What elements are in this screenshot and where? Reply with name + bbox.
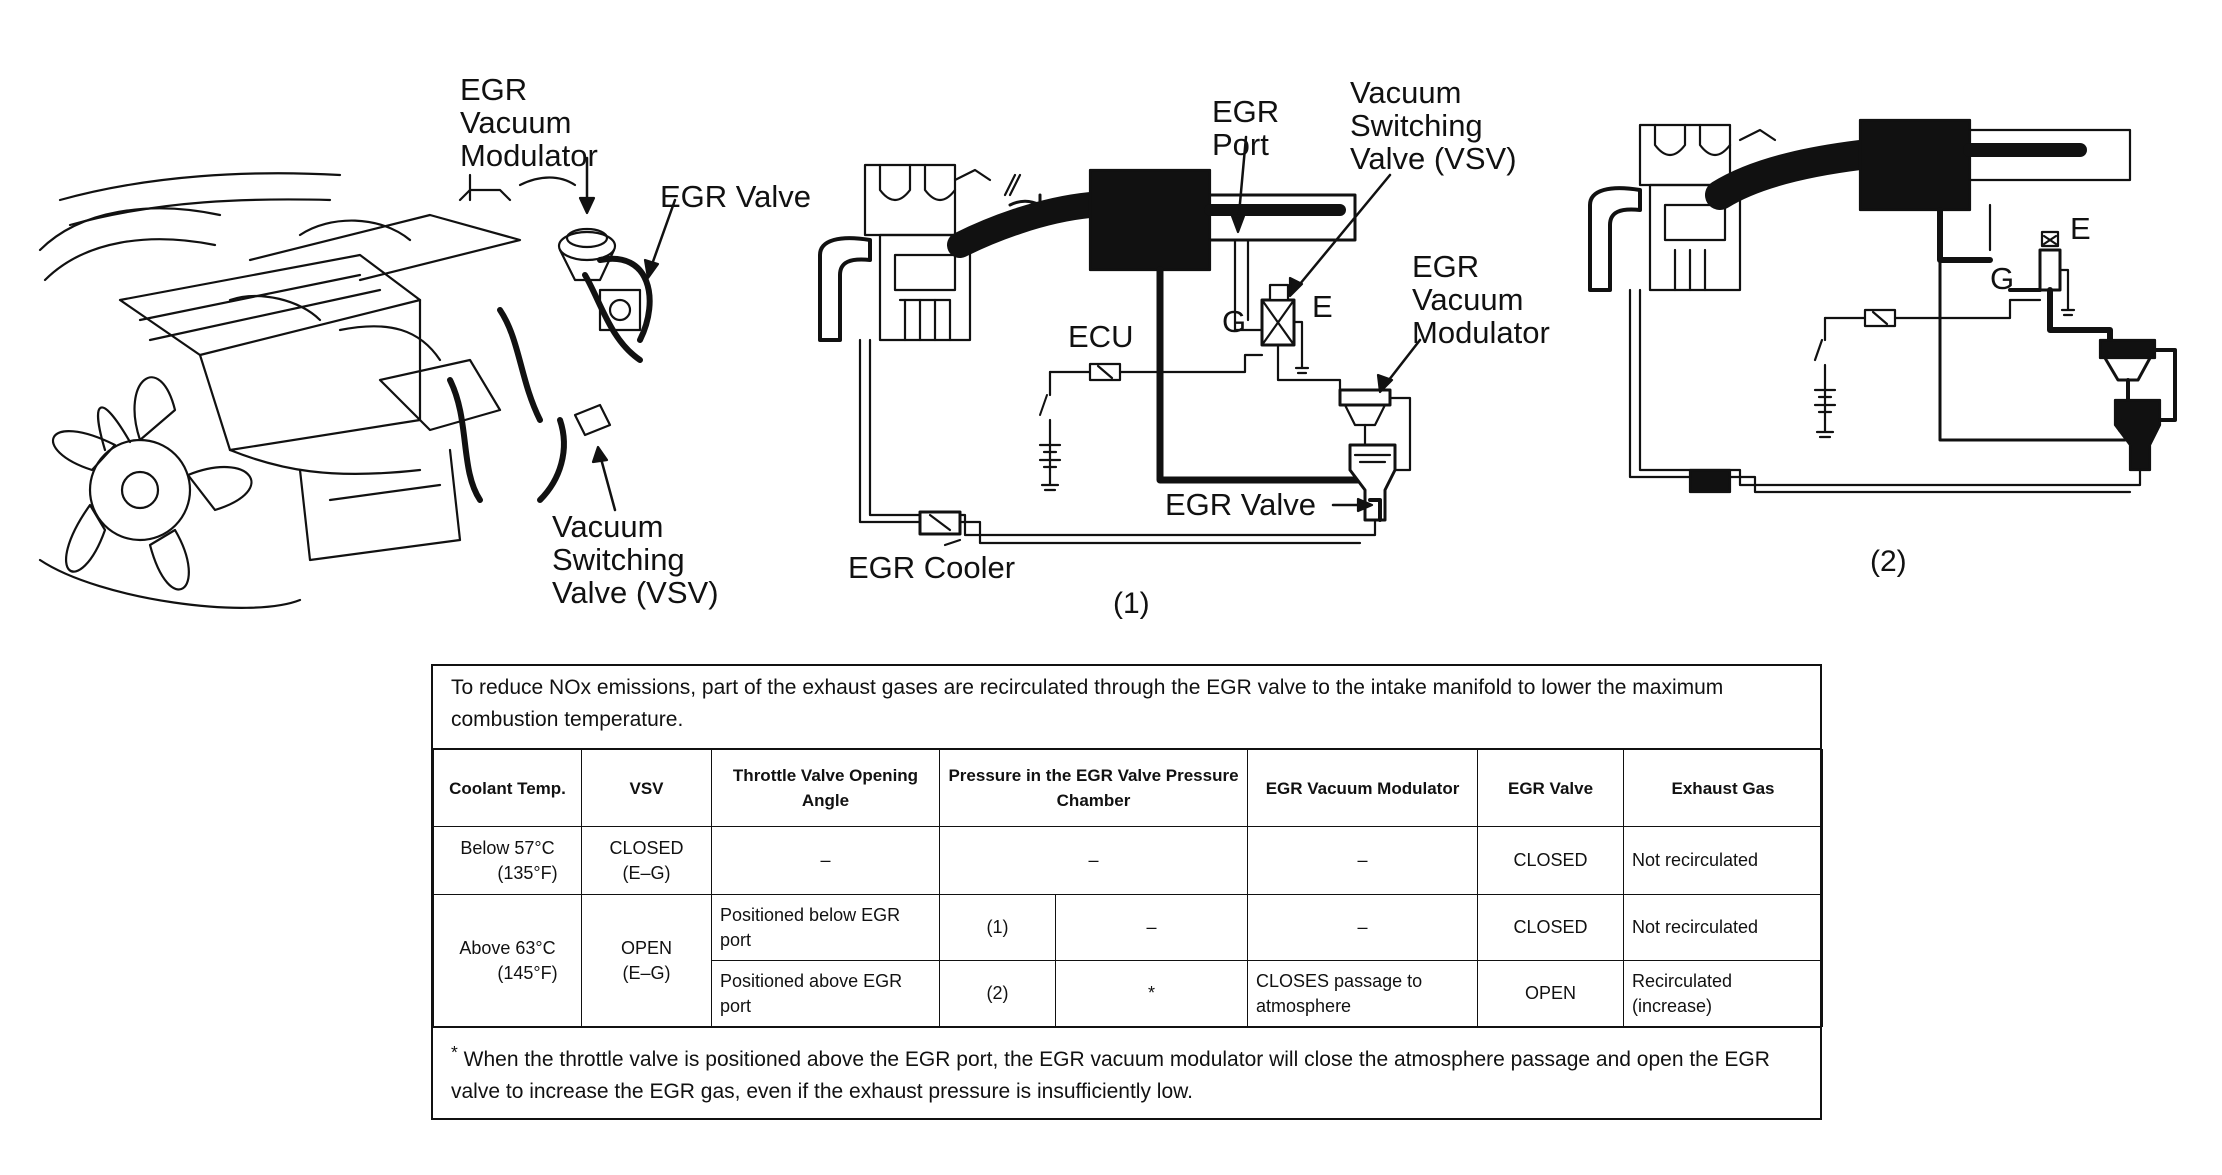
table-row: Below 57°C (135°F) CLOSED (E–G) – – – CL… [433,826,1824,895]
header-exhaust-gas: Exhaust Gas [1623,749,1824,827]
table-intro: To reduce NOx emissions, part of the exh… [433,666,1820,749]
d1-label-modulator: EGR Vacuum Modulator [1412,249,1550,350]
cell-vsv: OPEN (E–G) [581,894,712,1027]
overview-label-modulator: EGR Vacuum Modulator [460,72,598,173]
coolant-line-1: Below 57°C [460,837,555,858]
cell-coolant-temp: Above 63°C (145°F) [433,894,582,1027]
cell-vsv: CLOSED (E–G) [581,826,712,895]
cell-pressure: – [938,826,1249,895]
overview-label-egr-valve: EGR Valve [660,179,812,214]
cell-egr-valve: OPEN [1477,960,1625,1027]
d2-label-e: E [2070,211,2091,246]
coolant-line-2: (145°F) [497,962,558,983]
coolant-line-1: Above 63°C [459,937,556,958]
d1-label-egr-port: EGR Port [1212,94,1280,162]
table-header-row: Coolant Temp. VSV Throttle Valve Opening… [433,749,1824,827]
header-egr-valve: EGR Valve [1477,749,1625,827]
vsv-line-1: OPEN [620,937,672,958]
header-throttle-angle: Throttle Valve Opening Angle [711,749,940,827]
cell-modulator: CLOSES passage to atmosphere [1247,960,1479,1027]
cell-diagram-ref: (1) [939,894,1056,961]
d1-label-e: E [1312,289,1333,324]
cell-egr-valve: CLOSED [1477,894,1625,961]
fan-drawing [51,376,253,591]
vsv-line-2: (E–G) [622,862,671,883]
d1-caption: (1) [1113,587,1150,620]
cell-exhaust: Recirculated (increase) [1623,960,1824,1027]
d2-label-g: G [1990,261,2015,296]
schematic-1-drawing [818,135,1422,547]
cell-pressure: – [1054,894,1249,961]
coolant-line-2: (135°F) [497,862,558,883]
cell-diagram-ref: (2) [939,960,1056,1027]
operation-grid: Coolant Temp. VSV Throttle Valve Opening… [433,749,1824,1027]
vsv-line-1: CLOSED [609,837,684,858]
cell-egr-valve: CLOSED [1477,826,1625,895]
header-vsv: VSV [581,749,712,827]
vsv-line-2: (E–G) [622,962,671,983]
d1-label-vsv: Vacuum Switching Valve (VSV) [1350,75,1517,176]
egr-diagram-artwork [38,118,2177,609]
d1-label-egr-cooler: EGR Cooler [848,550,1016,585]
cell-modulator: – [1247,894,1479,961]
cell-pressure: * [1054,960,1249,1027]
cell-exhaust: Not recirculated [1623,894,1824,961]
table-row: Positioned above EGR port (2) * CLOSES p… [434,960,1824,1027]
cell-coolant-temp: Below 57°C (135°F) [433,826,582,895]
header-coolant-temp: Coolant Temp. [433,749,582,827]
overview-label-vsv: Vacuum Switching Valve (VSV) [552,509,719,610]
footnote-mark: * [451,1042,458,1062]
d2-caption: (2) [1870,545,1907,578]
egr-figure: EGR Vacuum Modulator EGR Valve Vacuum Sw… [38,72,2177,620]
cell-modulator: – [1247,826,1479,895]
d1-label-g: G [1222,304,1247,339]
d1-label-egr-valve: EGR Valve [1165,487,1317,522]
header-vacuum-modulator: EGR Vacuum Modulator [1247,749,1479,827]
cell-exhaust: Not recirculated [1623,826,1824,895]
cell-throttle: Positioned below EGR port [711,894,940,961]
footnote-text: When the throttle valve is positioned ab… [451,1048,1770,1103]
header-pressure-chamber: Pressure in the EGR Valve Pressure Chamb… [938,749,1249,827]
schematic-2-drawing [1588,118,2177,494]
d1-label-ecu: ECU [1068,319,1134,354]
table-row: Above 63°C (145°F) OPEN (E–G) Positioned… [433,894,1824,1027]
table-footnote: * When the throttle valve is positioned … [433,1027,1820,1118]
cell-throttle: Positioned above EGR port [711,960,940,1027]
engine-overview-drawing [38,156,677,609]
egr-operation-table: To reduce NOx emissions, part of the exh… [431,664,1824,1120]
cell-throttle: – [711,826,940,895]
